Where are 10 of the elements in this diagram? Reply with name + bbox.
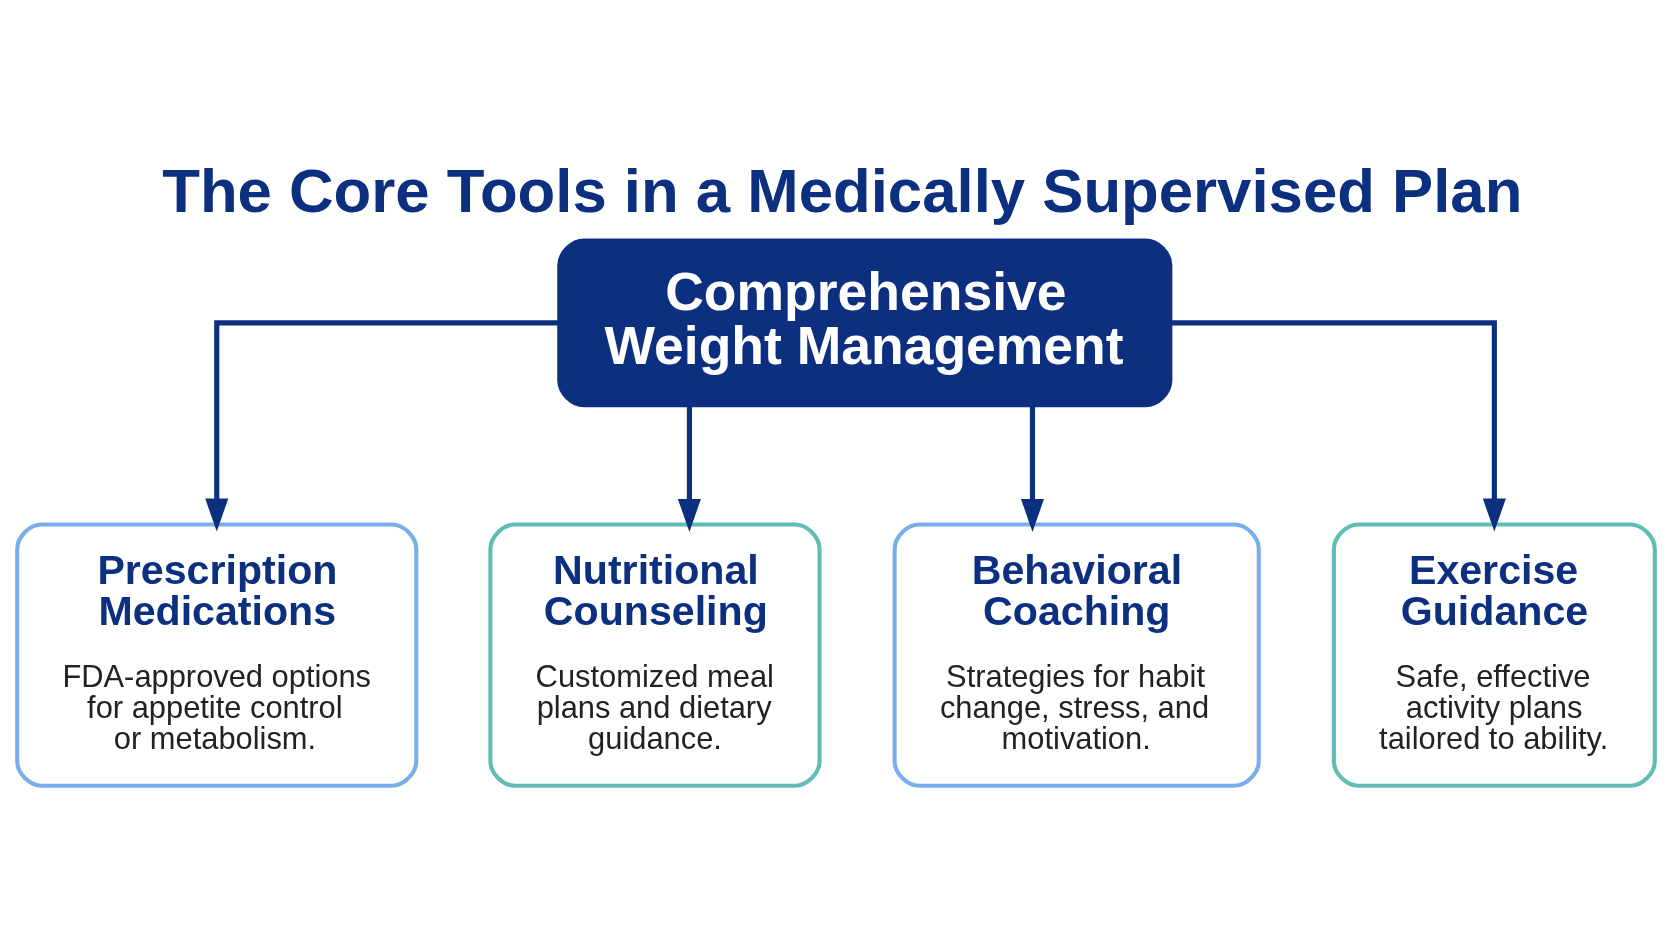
node-box: Behavioral Coaching Strategies for habit change, stress, and motivation. xyxy=(892,521,1261,788)
arrow xyxy=(677,405,701,532)
arrow xyxy=(205,319,559,532)
node-box: Comprehensive Weight Management xyxy=(557,238,1173,407)
node-box: Nutritional Counseling Customized meal plans and dietary guidance. xyxy=(488,521,822,788)
diagram-title: The Core Tools in a Medically Supervised Plan xyxy=(162,155,1523,225)
arrow xyxy=(1020,405,1045,532)
node-box: Prescription Medications FDA-approved options for appetite control or metabolism. xyxy=(15,521,419,788)
node-box: Exercise Guidance Safe, effective activity plans tailored to ability. xyxy=(1331,521,1657,788)
arrow xyxy=(1170,319,1506,532)
